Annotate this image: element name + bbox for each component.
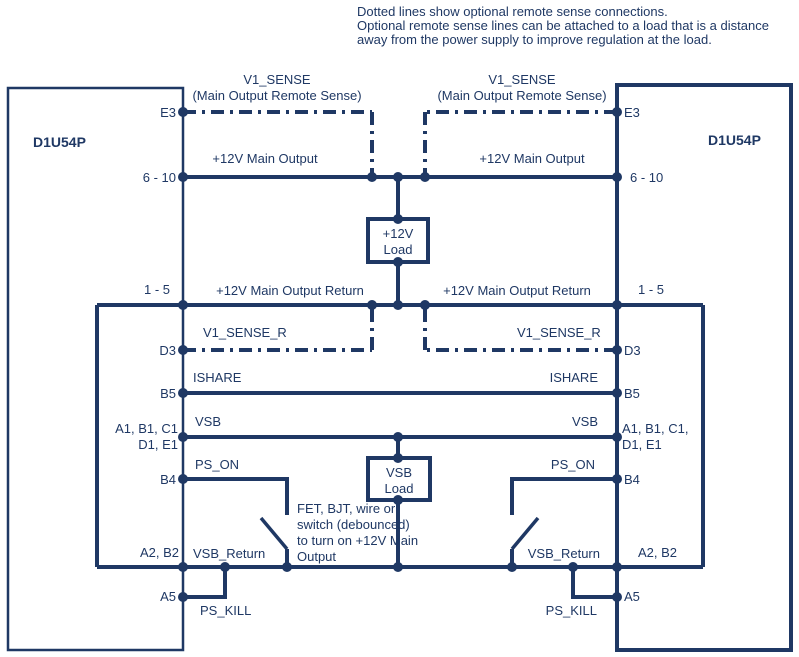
right-pin-6-10: 6 - 10 [630,170,663,185]
right-pin-b4: B4 [624,472,640,487]
right-v1-sense-r-label: V1_SENSE_R [517,325,601,340]
right-main-return-label: +12V Main Output Return [443,283,591,298]
right-pin-a2b2: A2, B2 [638,545,677,560]
junction-dot [612,562,622,572]
junction-dot [420,172,430,182]
left-main-return-label: +12V Main Output Return [216,283,364,298]
right-v1-sense-label: V1_SENSE [488,72,556,87]
junction-dot [612,345,622,355]
right-main-output-label: +12V Main Output [479,151,585,166]
switch-note-line1: FET, BJT, wire or [297,501,396,516]
right-psu-box [615,83,793,652]
right-pin-1-5: 1 - 5 [638,282,664,297]
left-psu-name: D1U54P [33,134,86,150]
right-pin-vsb-b: D1, E1 [622,437,662,452]
junction-dot [612,172,622,182]
switch-blade-right [510,516,540,551]
junction-dot [367,300,377,310]
junction-dot [612,388,622,398]
right-pin-vsb-a: A1, B1, C1, [622,421,688,436]
junction-dots [178,107,622,602]
left-pin-b5: B5 [160,386,176,401]
vsb-load-line2: Load [385,481,414,496]
left-pin-vsb-b: D1, E1 [138,437,178,452]
right-vsb-label: VSB [572,414,598,429]
12v-load-line1: +12V [383,226,414,241]
switch-note-line2: switch (debounced) [297,517,410,532]
12v-load-box [366,217,430,264]
junction-dot [612,107,622,117]
junction-dot [507,562,517,572]
right-ps-kill-label: PS_KILL [546,603,597,618]
wire-ps-kill-right [571,567,617,599]
junction-dot [612,432,622,442]
left-pin-b4: B4 [160,472,176,487]
junction-dot [178,300,188,310]
junction-dot [393,214,403,224]
left-ps-on-label: PS_ON [195,457,239,472]
note-line-2: Optional remote sense lines can be attac… [357,18,769,33]
junction-dot [367,172,377,182]
right-pin-b5: B5 [624,386,640,401]
right-pin-e3: E3 [624,105,640,120]
switch-note-line4: Output [297,549,336,564]
junction-dot [220,562,230,572]
junction-dot [178,107,188,117]
switch-note-line3: to turn on +12V Main [297,533,418,548]
left-pin-d3: D3 [159,343,176,358]
wire-ps-kill-left [183,567,227,599]
junction-dot [612,300,622,310]
right-ps-on-label: PS_ON [551,457,595,472]
note-line-3: away from the power supply to improve re… [357,32,712,47]
right-psu-name: D1U54P [708,132,761,148]
right-vsb-return-label: VSB_Return [528,546,600,561]
left-main-output-label: +12V Main Output [212,151,318,166]
left-ishare-label: ISHARE [193,370,242,385]
right-pin-d3: D3 [624,343,641,358]
right-v1-sense-sublabel: (Main Output Remote Sense) [437,88,606,103]
left-pin-1-5: 1 - 5 [144,282,170,297]
junction-dot [420,300,430,310]
junction-dot [612,592,622,602]
junction-dot [393,300,403,310]
junction-dot [393,432,403,442]
right-pin-a5: A5 [624,589,640,604]
left-vsb-label: VSB [195,414,221,429]
left-pin-e3: E3 [160,105,176,120]
left-vsb-return-label: VSB_Return [193,546,265,561]
junction-dot [568,562,578,572]
junction-dot [393,453,403,463]
junction-dot [612,474,622,484]
left-psu-box [6,86,185,652]
junction-dot [393,257,403,267]
left-pin-a5: A5 [160,589,176,604]
junction-dot [178,172,188,182]
switch-blade-left [259,516,289,551]
junction-dot [178,474,188,484]
left-ps-kill-label: PS_KILL [200,603,251,618]
junction-dot [178,592,188,602]
junction-dot [393,172,403,182]
junction-dot [282,562,292,572]
left-v1-sense-label: V1_SENSE [243,72,311,87]
junction-dot [178,562,188,572]
vsb-load-line1: VSB [386,465,412,480]
junction-dot [178,432,188,442]
junction-dot [178,345,188,355]
12v-load-line2: Load [384,242,413,257]
left-v1-sense-sublabel: (Main Output Remote Sense) [192,88,361,103]
note-line-1: Dotted lines show optional remote sense … [357,4,668,19]
junction-dot [178,388,188,398]
left-pin-vsb-a: A1, B1, C1 [115,421,178,436]
left-pin-a2b2: A2, B2 [140,545,179,560]
junction-dot [393,562,403,572]
left-pin-6-10: 6 - 10 [143,170,176,185]
right-ishare-label: ISHARE [550,370,599,385]
junction-dot [393,495,403,505]
left-v1-sense-r-label: V1_SENSE_R [203,325,287,340]
